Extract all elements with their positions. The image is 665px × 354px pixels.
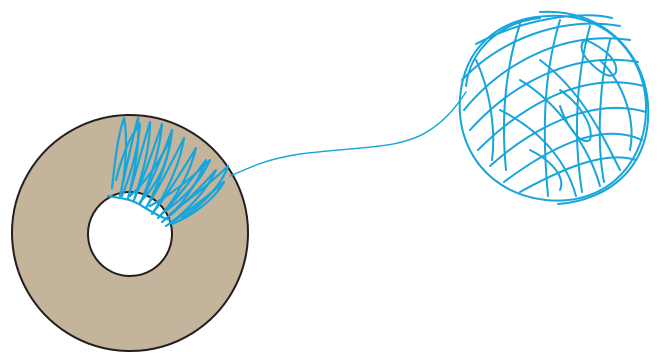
yarn-ball-icon xyxy=(460,12,649,204)
thread-line-icon xyxy=(230,92,466,176)
